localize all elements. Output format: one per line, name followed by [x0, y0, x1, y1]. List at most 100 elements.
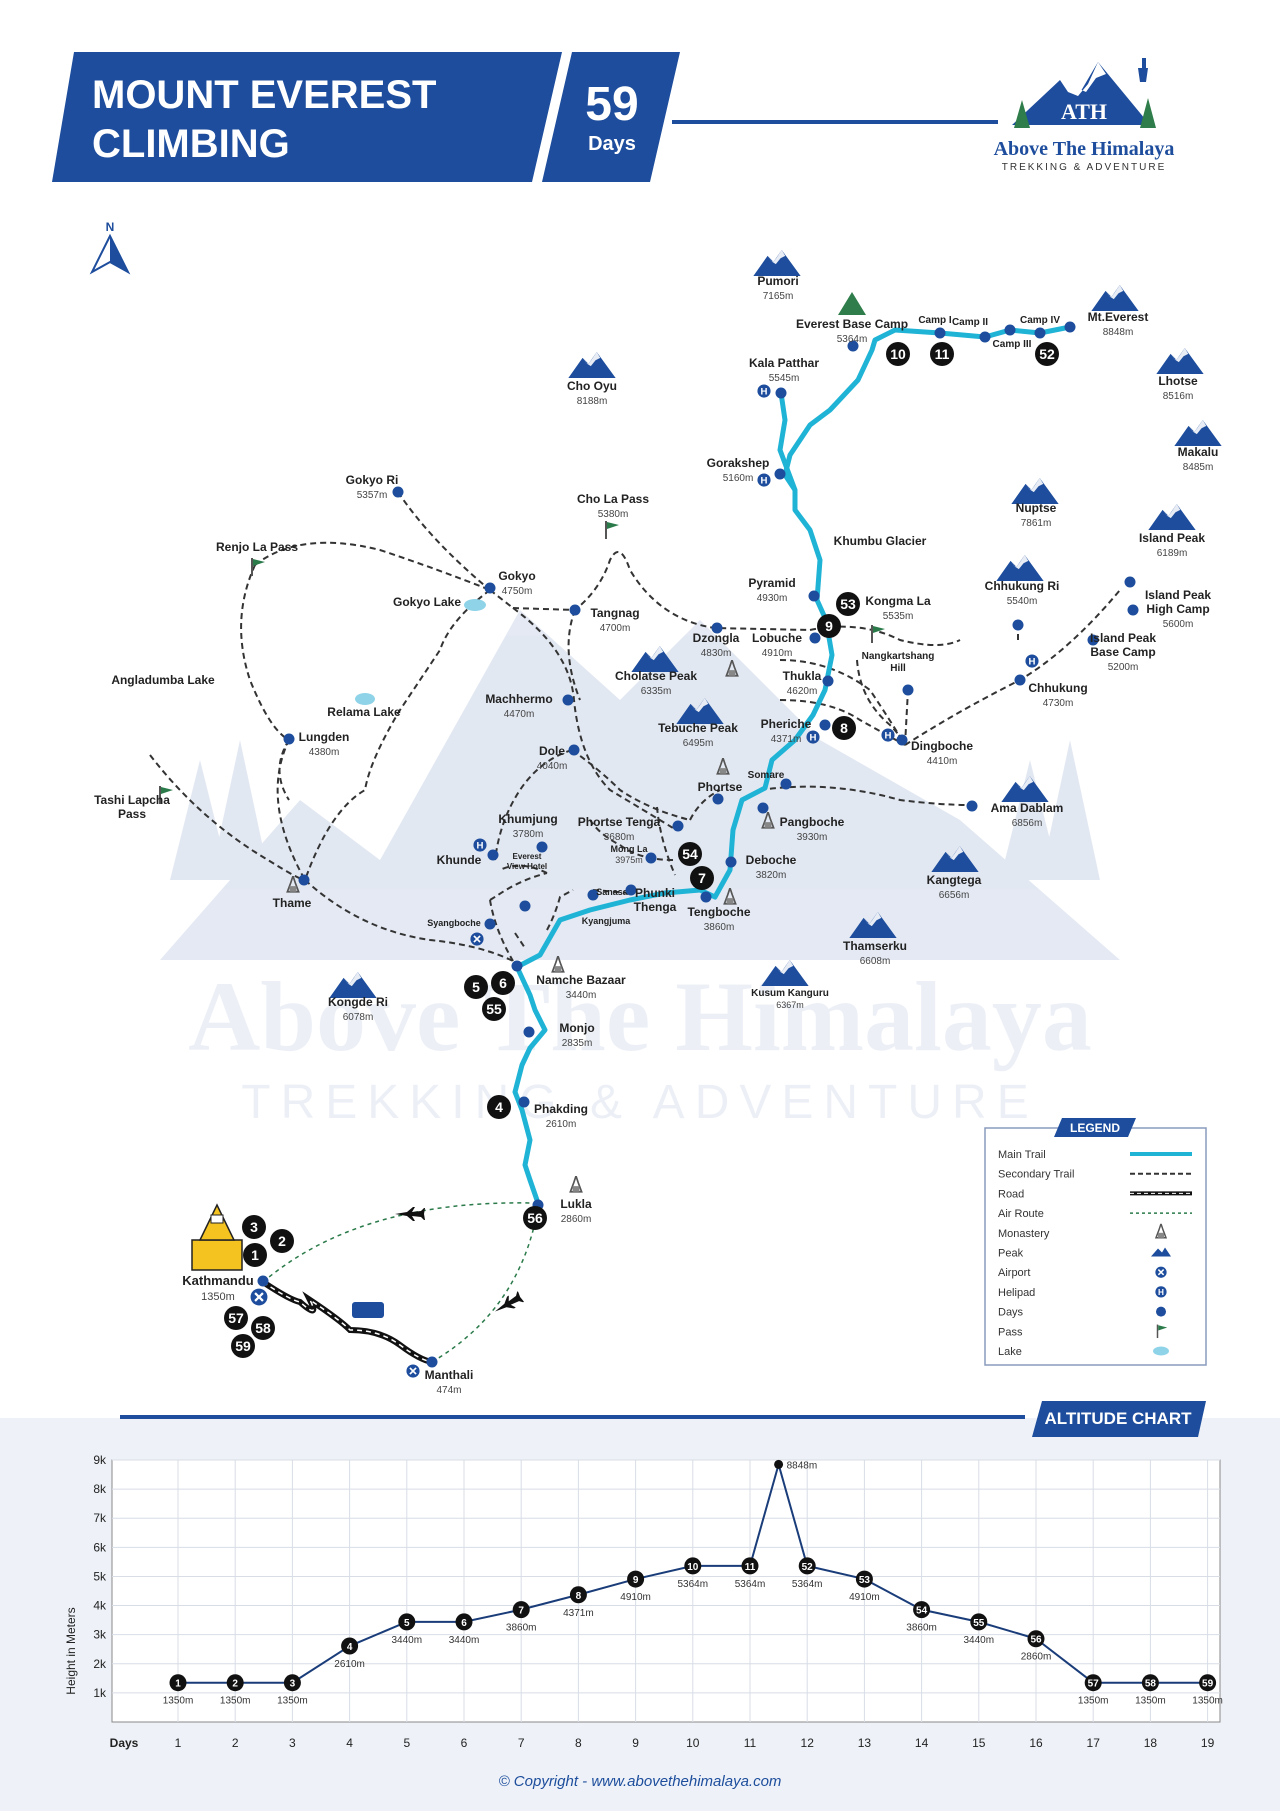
place-label: Angladumba Lake — [111, 673, 215, 687]
place-label: Nuptse — [1016, 501, 1057, 515]
day-dot-icon — [1156, 1306, 1166, 1317]
place-altitude: 5357m — [357, 490, 388, 501]
place-thame: Thame — [273, 874, 312, 910]
day-badge: 7 — [690, 866, 714, 890]
place-dot — [568, 744, 580, 756]
y-tick-label: 9k — [93, 1453, 107, 1467]
place-label: Mong La — [611, 844, 649, 854]
day-badge-number: 7 — [698, 870, 706, 886]
day-badge: 5 — [464, 975, 488, 999]
title-line-1: MOUNT EVEREST — [92, 73, 436, 117]
day-badge-number: 52 — [1039, 346, 1055, 362]
place-dot — [1064, 321, 1076, 333]
place-tangnag: Tangnag 4700m — [569, 604, 640, 634]
tree-icon — [1014, 98, 1156, 128]
chart-point-label: 3440m — [449, 1635, 480, 1646]
day-badge: 10 — [886, 342, 910, 366]
y-tick-label: 3k — [93, 1628, 107, 1642]
chart-point-label: 3860m — [906, 1623, 937, 1634]
place-label: Tangnag — [590, 606, 639, 620]
place-label: Monjo — [559, 1021, 594, 1035]
altitude-line — [178, 1460, 1208, 1684]
compass-label: N — [106, 220, 115, 234]
place-altitude: 6078m — [343, 1012, 374, 1023]
place-label: Pumori — [757, 274, 798, 288]
day-badge-number: 4 — [495, 1099, 503, 1115]
chart-point-label: 4910m — [620, 1592, 651, 1603]
legend-label: Secondary Trail — [998, 1169, 1074, 1181]
watermark-tagline: TREKKING & ADVENTURE — [241, 1076, 1038, 1129]
day-badge: 58 — [251, 1316, 275, 1340]
x-tick-label: 17 — [1087, 1736, 1101, 1750]
chart-point-badge: 56 — [1030, 1635, 1042, 1646]
place-label: Island Peak — [1145, 588, 1211, 602]
day-badge-number: 58 — [255, 1320, 271, 1336]
place-label: Tebuche Peak — [658, 721, 738, 735]
place-dot — [847, 340, 859, 352]
place-label: Camp IV — [1020, 315, 1060, 326]
chart-point-label: 1350m — [1078, 1696, 1109, 1707]
place-label: Camp I — [918, 315, 952, 326]
day-badge-number: 8 — [840, 720, 848, 736]
chart-point-badge: 7 — [518, 1606, 524, 1617]
place-label: Dzongla — [693, 631, 740, 645]
legend-title-bg — [1054, 1118, 1136, 1137]
helipad-icon — [757, 473, 771, 487]
place-dot — [1034, 327, 1046, 339]
place-altitude: 3440m — [566, 990, 597, 1001]
place-label: Namche Bazaar — [536, 973, 626, 987]
days-banner — [542, 52, 680, 182]
place-altitude: 7165m — [763, 291, 794, 302]
place-label: Thame — [273, 896, 312, 910]
place-dot — [934, 327, 946, 339]
place-dot — [1127, 604, 1139, 616]
chart-point-badge: 55 — [973, 1618, 985, 1629]
place-label: Lobuche — [752, 631, 802, 645]
header-rule — [672, 120, 998, 124]
place-altitude: 1350m — [201, 1291, 235, 1303]
place-altitude: 8485m — [1183, 462, 1214, 473]
place-label: Lhotse — [1158, 374, 1198, 388]
place-label: Deboche — [746, 853, 797, 867]
day-badge-number: 6 — [499, 975, 507, 991]
place-label: Khunde — [437, 853, 482, 867]
place-altitude: 474m — [436, 1385, 461, 1396]
place-dot — [700, 891, 712, 903]
chart-point-badge: 3 — [290, 1679, 296, 1690]
legend-item-road: Road — [998, 1188, 1192, 1200]
day-badge-number: 59 — [235, 1338, 251, 1354]
place-camp-iv: Camp IV — [1020, 315, 1060, 339]
x-tick-label: 4 — [346, 1736, 353, 1750]
helipad-icon — [881, 728, 895, 742]
x-tick-label: 15 — [972, 1736, 986, 1750]
x-tick-label: 6 — [461, 1736, 468, 1750]
helipad-icon — [1025, 654, 1039, 668]
place-altitude: 8848m — [1103, 327, 1134, 338]
chart-point-label: 8848m — [787, 1460, 818, 1471]
y-tick-label: 7k — [93, 1511, 107, 1525]
kala-patthar-trail — [777, 392, 798, 491]
place-camp-iii: Camp III — [993, 324, 1032, 350]
place-altitude: 4700m — [600, 623, 631, 634]
place-label: Chhukung — [1028, 681, 1087, 695]
legend-label: Lake — [998, 1346, 1022, 1358]
place-altitude: 5380m — [598, 509, 629, 520]
title-banner — [52, 52, 562, 182]
place-label: Camp II — [952, 317, 988, 328]
air-routes — [262, 1202, 539, 1363]
chart-point-label: 2610m — [334, 1659, 365, 1670]
place-label: Thamserku — [843, 939, 907, 953]
